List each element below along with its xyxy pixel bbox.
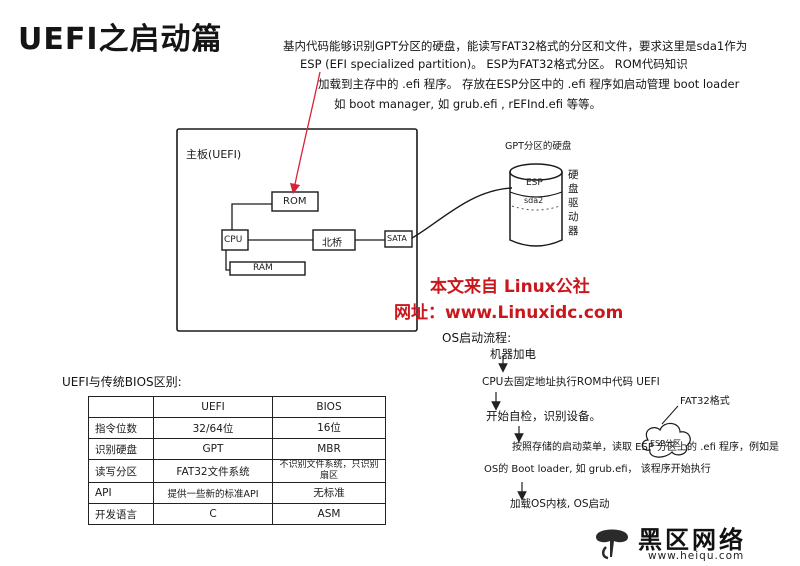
comparison-title: UEFI与传统BIOS区别: [62,375,182,389]
disk-divider [509,191,563,198]
esp-cloud-label: ESP分区 [650,439,681,448]
fat32-pointer [661,405,679,425]
bus-cpu-ram [225,250,230,271]
ram-box [229,261,306,276]
table-header-cell [88,396,154,418]
disk-cylinder [509,172,563,247]
mainboard-box [176,128,418,332]
table-cell: FAT32文件系统 [153,459,273,483]
ram-label: RAM [253,263,273,273]
sda-partition-label: sda2 [524,196,544,205]
table-cell: 无标准 [272,482,386,504]
disk-label: GPT分区的硬盘 [505,141,572,152]
table-header-cell: UEFI [153,396,273,418]
table-cell: 识别硬盘 [88,438,154,460]
red-arrow [289,71,321,195]
table-cell: 读写分区 [88,459,154,483]
boot-step-5: 加载OS内核, OS启动 [510,498,610,510]
northbridge-label: 北桥 [322,238,342,249]
table-cell: GPT [153,438,273,460]
table-row: 识别硬盘 GPT MBR [88,438,386,460]
boot-flow-title: OS启动流程: [442,331,512,345]
heiqu-logo-icon [596,529,628,560]
table-cell: ASM [272,503,386,525]
table-cell: 指令位数 [88,417,154,439]
watermark-line-2: 网址：www.Linuxidc.com [394,303,624,323]
bus-rom-cpu [231,203,272,230]
table-header-cell: BIOS [272,396,386,418]
table-cell: 不识别文件系统，只识别扇区 [272,459,386,483]
table-cell: 32/64位 [153,417,273,439]
fat32-note: FAT32格式 [680,396,730,407]
table-cell: C [153,503,273,525]
sata-box [384,230,413,248]
table-cell: 开发语言 [88,503,154,525]
disk-side-label: 硬盘驱动器 [568,169,579,237]
note-line-3: 加载到主存中的 .efi 程序。 存放在ESP分区中的 .efi 程序如启动管理… [318,77,740,91]
sata-cable [411,187,513,239]
comparison-table: UEFI BIOS 指令位数 32/64位 16位 识别硬盘 GPT MBR 读… [88,396,386,525]
table-row: UEFI BIOS [88,396,386,418]
logo-text: 黑区网络 [638,526,746,554]
table-row: API 提供一些新的标准API 无标准 [88,482,386,504]
disk-divider-dotted [511,205,561,211]
cpu-label: CPU [224,235,243,245]
table-row: 指令位数 32/64位 16位 [88,417,386,439]
table-row: 读写分区 FAT32文件系统 不识别文件系统，只识别扇区 [88,459,386,483]
sata-label: SATA [387,234,407,243]
page-title: UEFI之启动篇 [18,22,223,57]
table-cell: API [88,482,154,504]
table-cell: 16位 [272,417,386,439]
table-cell: MBR [272,438,386,460]
mainboard-label: 主板(UEFI) [186,148,242,161]
rom-label: ROM [283,196,307,207]
disk-top [509,163,563,181]
table-cell: 提供一些新的标准API [153,482,273,504]
table-row: 开发语言 C ASM [88,503,386,525]
esp-partition-label: ESP [526,178,543,188]
boot-step-3: 开始自检，识别设备。 [486,409,601,423]
boot-step-1: 机器加电 [490,347,536,361]
note-line-2: ESP (EFI specialized partition)。 ESP为FAT… [300,57,688,71]
boot-step-4a: 按照存储的启动菜单，读取 ESP 分区上的 .efi 程序，例如是 [512,442,780,453]
note-line-4: 如 boot manager, 如 grub.efi , rEFInd.efi … [334,97,602,111]
boot-step-2: CPU去固定地址执行ROM中代码 UEFI [482,376,660,388]
note-line-1: 基内代码能够识别GPT分区的硬盘，能读写FAT32格式的分区和文件，要求这里是s… [283,39,748,53]
boot-step-4b: OS的 Boot loader, 如 grub.efi， 该程序开始执行 [484,464,711,475]
watermark-line-1: 本文来自 Linux公社 [430,277,590,297]
logo-url: www.heiqu.com [648,550,745,562]
esp-cloud [641,422,691,458]
